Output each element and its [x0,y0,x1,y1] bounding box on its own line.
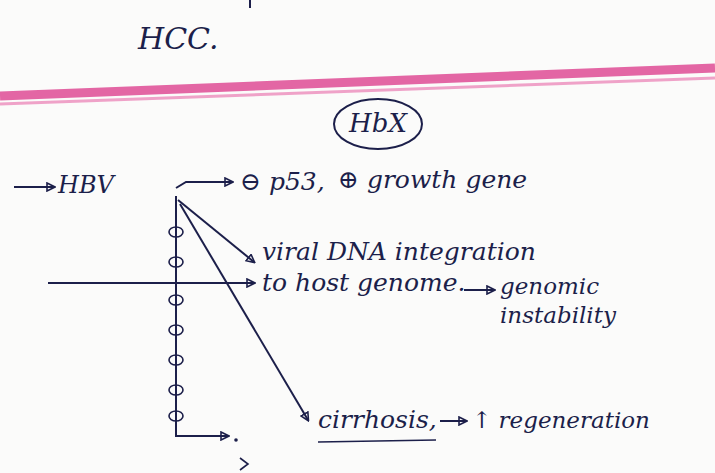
effect-note: cirrhosis, [318,404,437,435]
branch-arrow [178,200,254,262]
top-arrow [249,0,251,8]
circled-term: HbX [332,97,424,151]
effect-note: ⊕ growth gene [338,164,527,195]
effect-note: ⊖ p53, [240,166,325,197]
spine-loops [169,227,183,421]
branch-arrow [176,182,232,188]
branch-arrow [180,204,308,420]
branch-arrow [48,282,254,284]
virus-name: HBV [58,170,114,200]
result-arrow [440,420,466,422]
result-note: ↑ regeneration [472,406,650,435]
highlighter-band [0,78,715,104]
heading-note: HCC. [138,20,219,58]
result-note: genomic instability [500,272,700,330]
result-arrow [464,289,494,291]
ink-dot [234,438,238,442]
node-text: HbX [349,108,407,139]
arrow-tip [240,458,248,470]
lead-arrow [14,186,54,188]
underline [318,440,436,442]
